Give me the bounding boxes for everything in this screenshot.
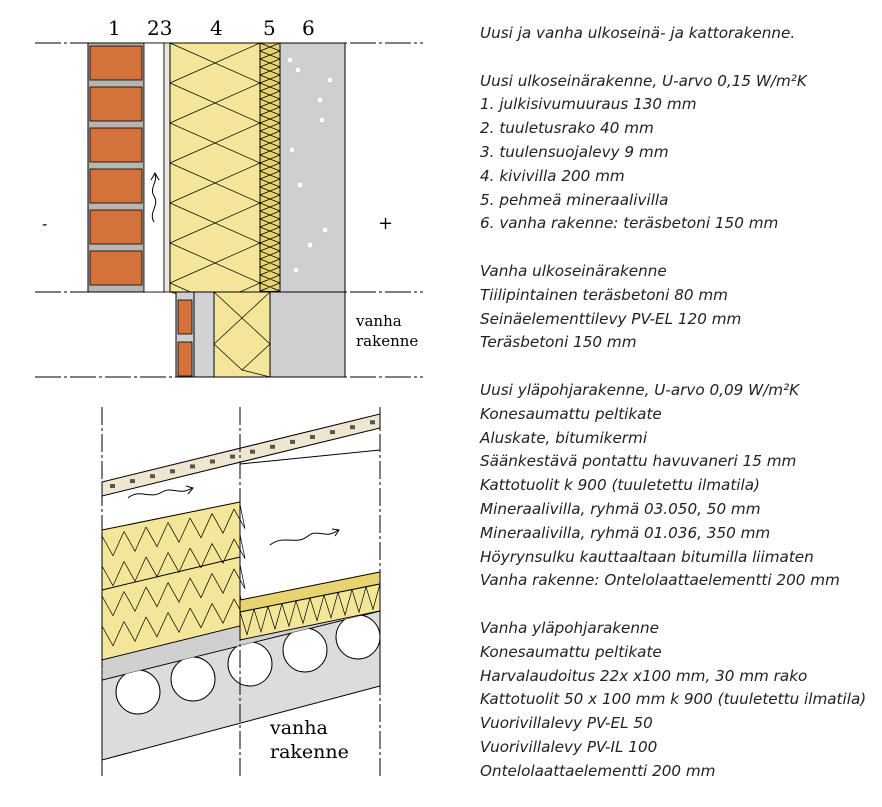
layer-numbers: 1 23 4 5 6: [108, 16, 315, 40]
hollow-core-slab: [101, 610, 381, 761]
legend-line: 5. pehmeä mineraalivilla: [480, 190, 669, 209]
legend-line: Seinäelementtilevy PV-EL 120 mm: [480, 309, 742, 328]
legend-section-new-wall: Uusi ulkoseinärakenne, U-arvo 0,15 W/m²K…: [480, 70, 875, 237]
legend-line: 2. tuuletusrako 40 mm: [480, 119, 654, 138]
legend: Uusi ja vanha ulkoseinä- ja kattorakenne…: [480, 22, 875, 784]
section-heading: Uusi ulkoseinärakenne, U-arvo 0,15 W/m²K: [480, 71, 807, 90]
construction-diagram: 1 23 4 5 6 - + vanha rakenne: [35, 16, 423, 777]
old-wall-structure: [175, 291, 346, 378]
legend-line: 1. julkisivumuuraus 130 mm: [480, 95, 697, 114]
legend-line: Höyrynsulku kauttaaltaan bitumilla liima…: [480, 547, 814, 566]
legend-section-old-wall: Vanha ulkoseinärakenne Tiilipintainen te…: [480, 260, 875, 355]
legend-line: Mineraalivilla, ryhmä 03.050, 50 mm: [480, 499, 761, 518]
brick-facade-layer: [87, 42, 145, 293]
legend-line: Konesaumattu peltikate: [480, 404, 662, 423]
roof-section: vanha rakenne: [101, 407, 381, 777]
layer-number-5: 5: [263, 16, 276, 40]
legend-line: Konesaumattu peltikate: [480, 642, 662, 661]
section-heading: Uusi yläpohjarakenne, U-arvo 0,09 W/m²K: [480, 380, 800, 399]
section-heading: Vanha yläpohjarakenne: [480, 618, 659, 637]
outside-sign: -: [42, 214, 47, 233]
wall-old-structure-label-line2: rakenne: [356, 332, 418, 350]
roof-old-structure-label-line1: vanha: [269, 717, 328, 739]
legend-section-new-roof: Uusi yläpohjarakenne, U-arvo 0,09 W/m²K …: [480, 379, 875, 593]
ventilation-gap-layer: [143, 42, 165, 293]
legend-line: Aluskate, bitumikermi: [480, 428, 648, 447]
legend-title: Uusi ja vanha ulkoseinä- ja kattorakenne…: [480, 24, 796, 42]
layer-number-6: 6: [302, 16, 315, 40]
legend-line: Mineraalivilla, ryhmä 01.036, 350 mm: [480, 523, 771, 542]
soft-mineral-wool-layer: [259, 42, 281, 293]
roof-sheet-layer: [101, 413, 381, 497]
legend-line: Säänkestävä pontattu havuvaneri 15 mm: [480, 452, 797, 471]
legend-line: 6. vanha rakenne: teräsbetoni 150 mm: [480, 214, 779, 233]
layer-number-4: 4: [210, 16, 223, 40]
legend-line: Harvalaudoitus 22x x100 mm, 30 mm rako: [480, 666, 808, 685]
roof-old-structure-label-line2: rakenne: [270, 741, 349, 763]
layer-number-2-3: 23: [147, 16, 172, 40]
section-heading: Vanha ulkoseinärakenne: [480, 261, 667, 280]
inside-sign: +: [378, 213, 393, 234]
airflow-arrow-icon: [269, 528, 340, 546]
wind-barrier-board-layer: [163, 42, 171, 293]
legend-line: Kattotuolit 50 x 100 mm k 900 (tuuletett…: [480, 690, 867, 709]
stone-wool-layer: [169, 42, 261, 304]
roof-guide-lines: [101, 407, 381, 777]
legend-line: 4. kivivilla 200 mm: [480, 166, 625, 185]
wall-old-structure-label-line1: vanha: [355, 312, 402, 330]
wall-section: 1 23 4 5 6 - + vanha rakenne: [35, 16, 423, 378]
legend-section-old-roof: Vanha yläpohjarakenne Konesaumattu pelti…: [480, 617, 875, 784]
legend-line: Vuorivillalevy PV-EL 50: [480, 714, 653, 733]
legend-line: Vuorivillalevy PV-IL 100: [480, 737, 658, 756]
layer-number-1: 1: [108, 16, 121, 40]
legend-line: Tiilipintainen teräsbetoni 80 mm: [480, 285, 728, 304]
legend-line: Kattotuolit k 900 (tuuletettu ilmatila): [480, 476, 760, 495]
legend-line: Teräsbetoni 150 mm: [480, 333, 637, 352]
legend-line: Vanha rakenne: Ontelolaattaelementti 200…: [480, 571, 840, 590]
legend-line: 3. tuulensuojalevy 9 mm: [480, 142, 669, 161]
airflow-arrow-icon: [150, 171, 160, 223]
legend-line: Ontelolaattaelementti 200 mm: [480, 761, 716, 780]
airflow-arrow-icon: [127, 485, 194, 499]
